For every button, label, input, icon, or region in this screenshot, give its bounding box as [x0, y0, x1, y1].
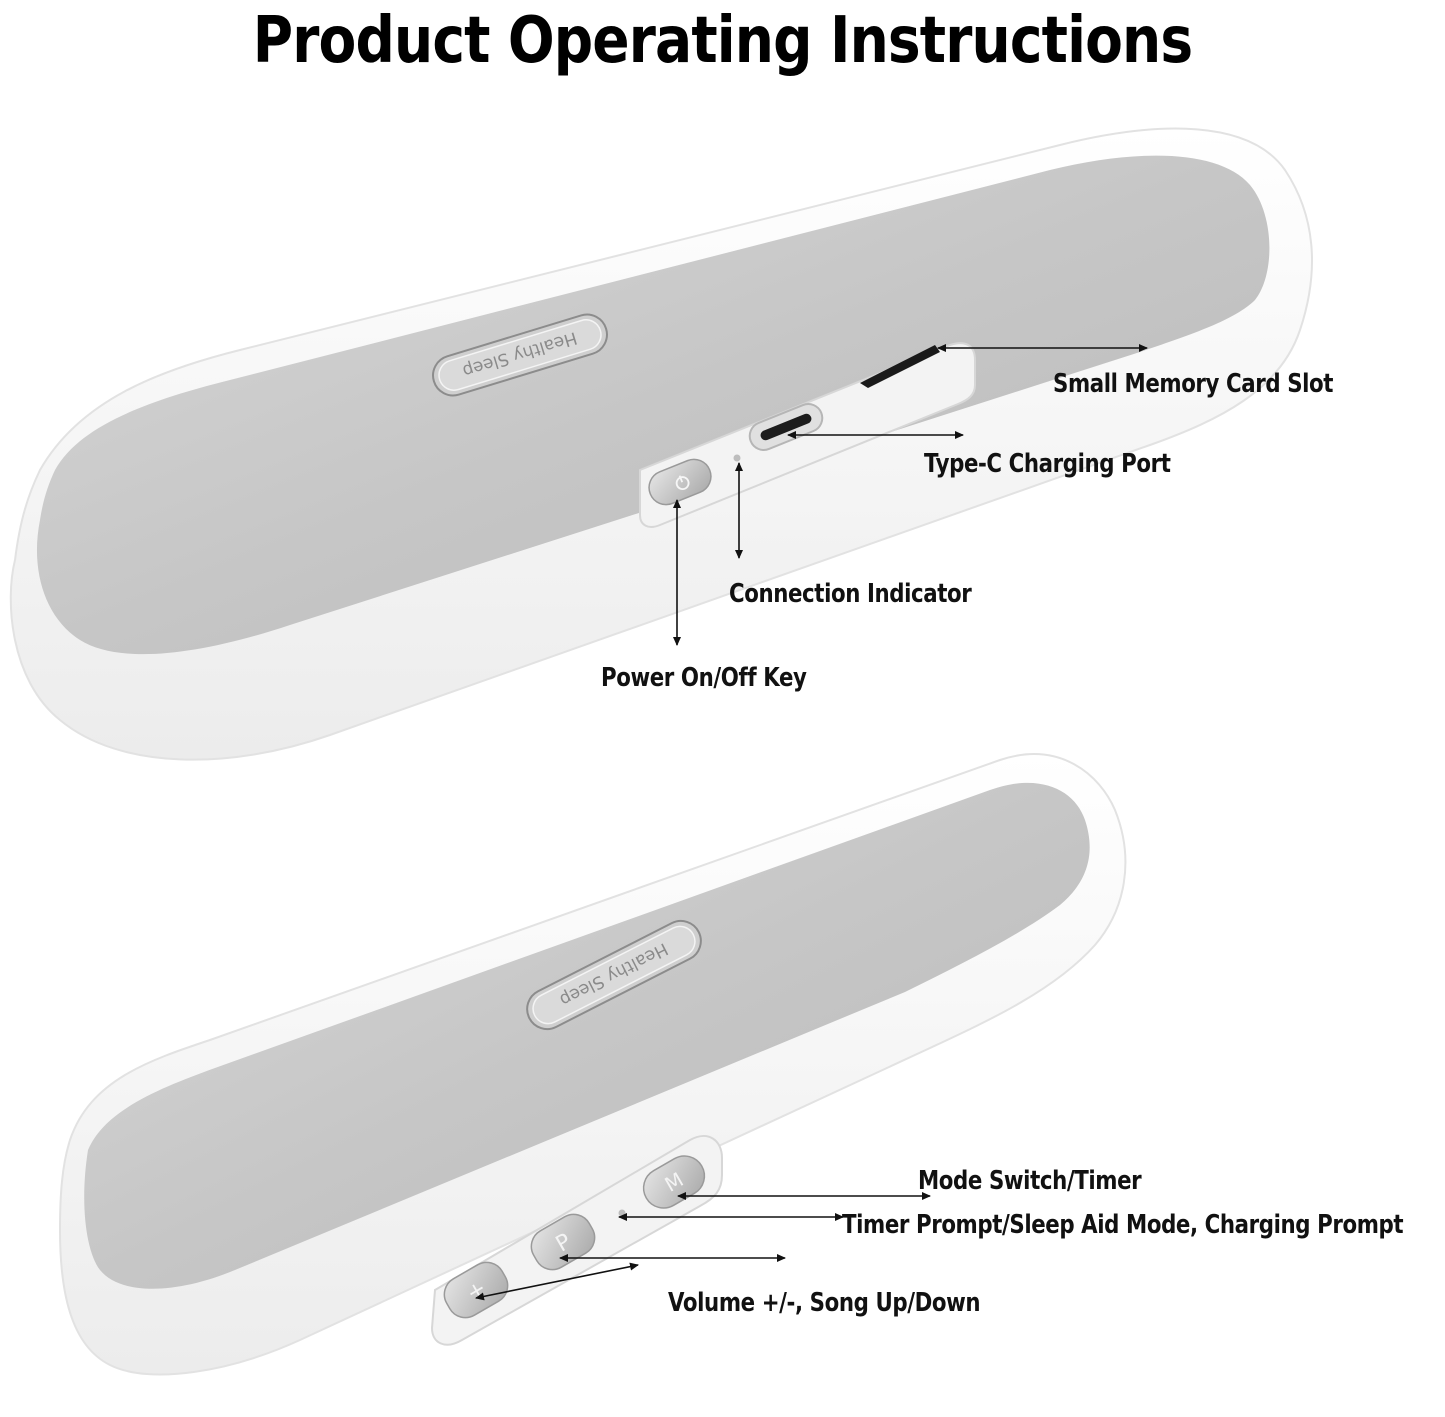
- label-type-c-port: Type-C Charging Port: [924, 449, 1171, 479]
- label-timer-prompt: Timer Prompt/Sleep Aid Mode, Charging Pr…: [842, 1210, 1404, 1240]
- top-device-panel: [36, 155, 1270, 655]
- connection-indicator-led: [733, 454, 741, 462]
- label-power-key: Power On/Off Key: [601, 663, 807, 693]
- power-icon: [675, 475, 690, 491]
- label-mode-switch: Mode Switch/Timer: [918, 1166, 1142, 1196]
- arrow-volume: [475, 1262, 639, 1301]
- label-connection-indicator: Connection Indicator: [729, 579, 972, 609]
- bottom-device-panel: [84, 782, 1090, 1289]
- timer-prompt-led: [618, 1209, 626, 1217]
- type-c-port: [748, 403, 824, 451]
- memory-card-slot: [860, 345, 940, 388]
- label-volume: Volume +/-, Song Up/Down: [668, 1288, 981, 1318]
- label-memory-card-slot: Small Memory Card Slot: [1053, 369, 1334, 399]
- callout-arrows: [475, 344, 1148, 1301]
- power-key[interactable]: [644, 454, 716, 509]
- bottom-device: Healthy Sleep M P +: [58, 753, 1127, 1376]
- page-title: Product Operating Instructions: [252, 4, 1193, 78]
